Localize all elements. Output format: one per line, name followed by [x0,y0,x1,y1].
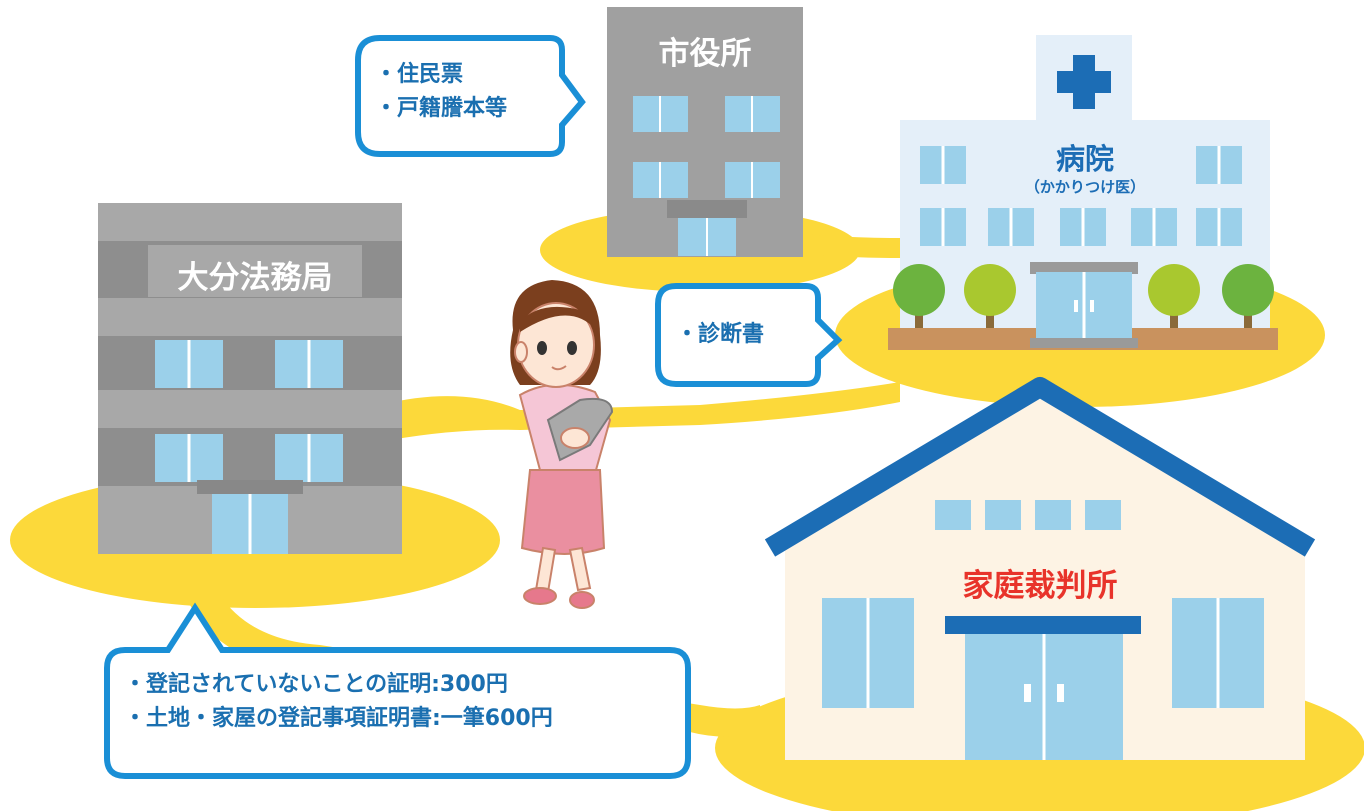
legal-affairs-label: 大分法務局 [177,260,333,296]
bubble-city-hall-text: ・住民票 ・戸籍謄本等 [375,58,507,126]
city-hall-label: 市役所 [658,36,752,72]
bubble-line: ・登記されていないことの証明:300円 [124,672,508,697]
bubble-hospital [655,283,843,387]
bubble-legal-affairs-text: ・登記されていないことの証明:300円 ・土地・家屋の登記事項証明書:一筆600… [124,668,553,736]
tree-icon [893,264,945,328]
bubble-legal-affairs [104,602,691,779]
bubble-city-hall [355,35,586,157]
tree-icon [964,264,1016,328]
legal-affairs-building [98,203,402,554]
family-court-label: 家庭裁判所 [962,568,1118,604]
bubble-line: ・戸籍謄本等 [375,96,508,122]
bubble-line: ・住民票 [375,62,464,87]
bubble-line: ・土地・家屋の登記事項証明書:一筆600円 [124,706,553,732]
bubble-hospital-text: ・診断書 [676,318,764,352]
hospital-label: 病院 [1055,142,1114,176]
woman-figure [510,280,614,609]
tree-icon [1148,264,1200,328]
bubble-line: ・診断書 [676,322,765,347]
family-court-building [764,377,1316,760]
hospital-sublabel: （かかりつけ医） [1024,178,1146,196]
city-hall-building [607,7,803,257]
tree-icon [1222,264,1274,328]
hospital-building [888,35,1278,350]
hospital-cross-icon [1057,55,1111,109]
